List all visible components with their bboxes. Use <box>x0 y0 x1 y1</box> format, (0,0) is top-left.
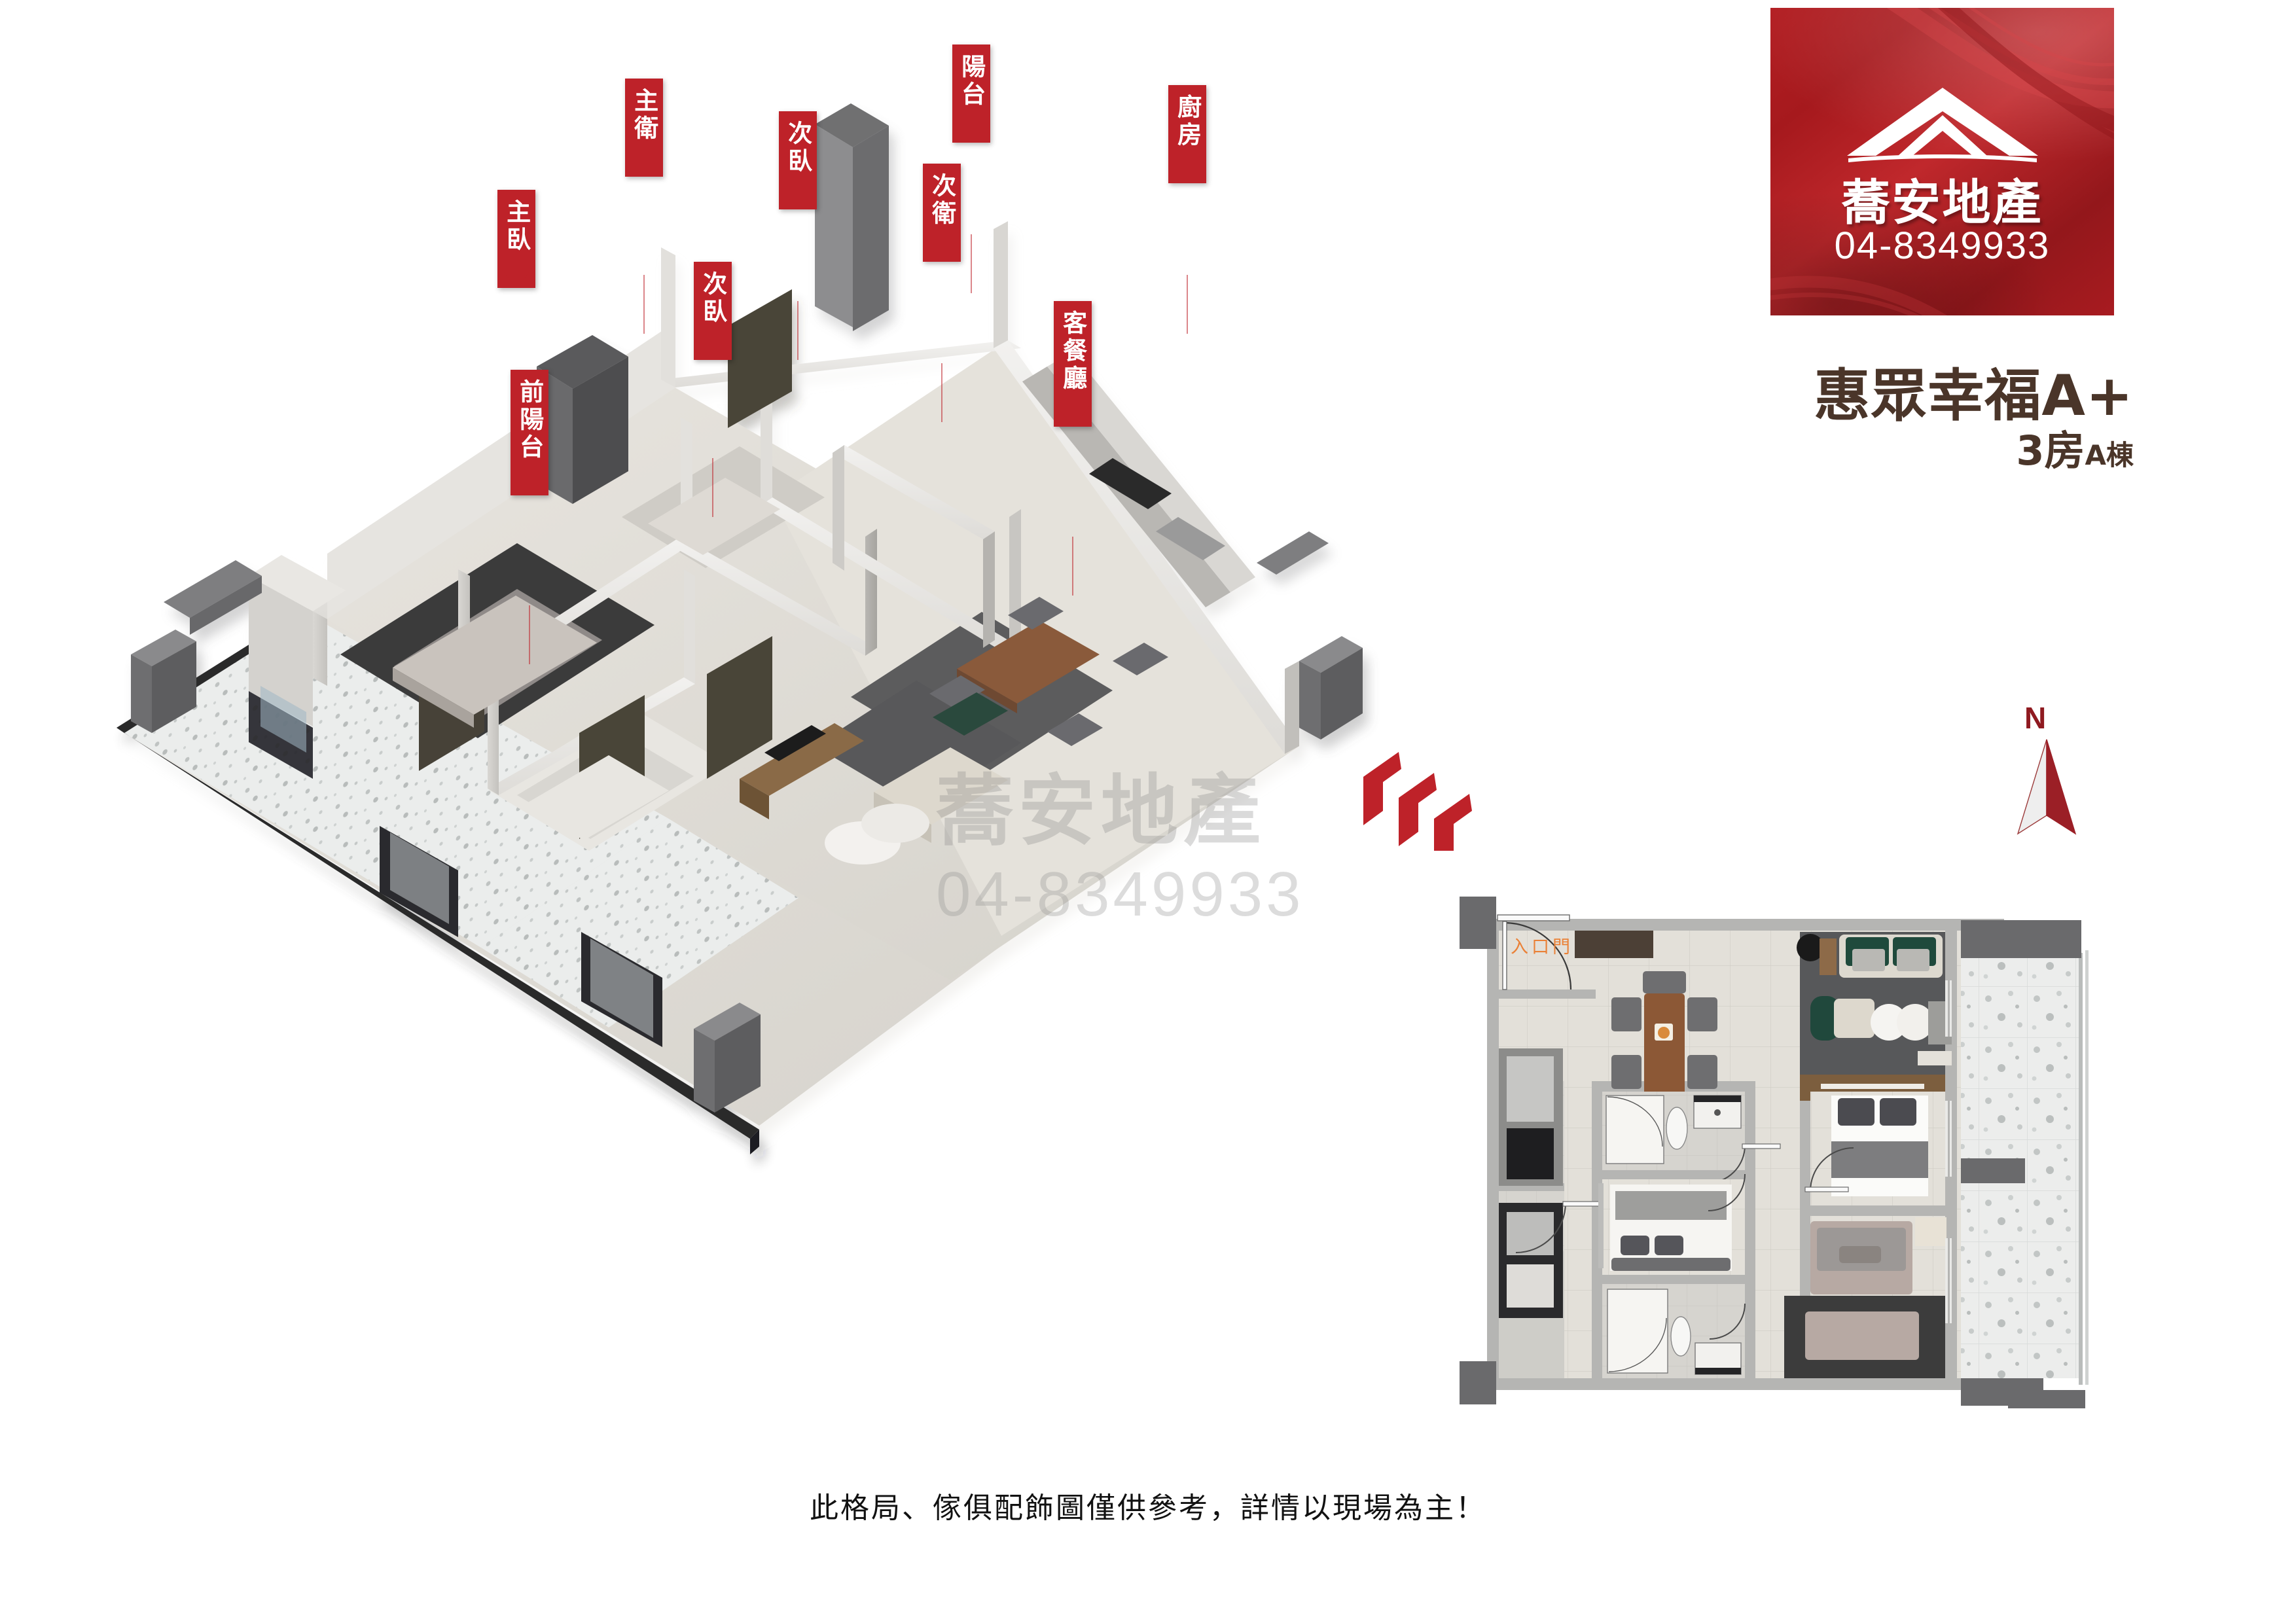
room-tag-pointer-icon <box>952 119 990 143</box>
north-arrow: N <box>2013 700 2098 838</box>
room-tag-living-dining: 客餐廳 <box>1054 301 1092 596</box>
iso-floorplan-svg <box>117 103 1363 1154</box>
room-tag-label: 廚房 <box>1173 94 1202 149</box>
room-tag-label: 次臥 <box>783 120 812 175</box>
room-tag-kitchen: 廚房 <box>1168 85 1206 334</box>
logo-phone-number: 04-8349933 <box>1834 224 2051 267</box>
room-tag-label: 次臥 <box>698 271 727 326</box>
room-tag-leader-line <box>971 234 972 293</box>
room-tag-bedroom-3: 次臥 <box>694 262 732 517</box>
room-tag-pointer-icon <box>779 186 817 209</box>
disclaimer-caption: 此格局、傢俱配飾圖僅供參考，詳情以現場為主！ <box>810 1491 1486 1525</box>
room-tag-pointer-icon <box>1054 403 1092 427</box>
room-tag-leader-line <box>941 363 942 422</box>
iso-floorplan-render: 主衛次臥陽台廚房主臥次衛次臥客餐廳前陽台 <box>117 45 1363 1154</box>
entry-door-label: 入口門 <box>1511 937 1573 957</box>
room-tag-guest-bath: 次衛 <box>923 164 961 422</box>
room-tag-label: 主臥 <box>502 199 531 254</box>
room-tag-rear-balcony: 陽台 <box>952 45 990 293</box>
room-tag-front-balcony: 前陽台 <box>511 370 548 664</box>
room-tag-label: 次衛 <box>927 173 956 228</box>
room-tag-bedroom-2: 次臥 <box>779 111 817 360</box>
logo-company-name: 蕎安地產 <box>1841 175 2043 231</box>
room-tag-leader-line <box>797 301 798 360</box>
logo-wave-decoration <box>1770 8 2114 315</box>
building-code: A棟 <box>2085 439 2134 472</box>
room-tag-label: 客餐廳 <box>1058 310 1087 393</box>
2d-floor-plan: 入口門 <box>1446 885 2109 1415</box>
page-title: 惠眾幸福A+ <box>1814 363 2134 429</box>
compass-north-label: N <box>2024 701 2047 735</box>
house-roof-icon <box>1844 85 2041 164</box>
2d-plan-svg: 入口門 <box>1460 897 2089 1408</box>
room-tag-master-bath: 主衛 <box>625 79 663 334</box>
room-tag-pointer-icon <box>625 153 663 177</box>
room-tag-pointer-icon <box>511 472 548 495</box>
room-tag-label: 陽台 <box>957 54 986 109</box>
room-tag-label: 主衛 <box>630 88 658 143</box>
room-tag-leader-line <box>712 458 713 517</box>
room-tag-leader-line <box>643 275 645 334</box>
room-tag-leader-line <box>1072 537 1073 596</box>
project-title-block: 惠眾幸福A+ 3房A棟 <box>1728 363 2134 473</box>
company-logo-panel: 蕎安地產 04-8349933 <box>1770 8 2114 315</box>
room-tag-label: 前陽台 <box>515 379 544 461</box>
room-tag-leader-line <box>1187 275 1188 334</box>
room-tag-pointer-icon <box>1168 160 1206 183</box>
entrance-direction-chevrons <box>1358 743 1496 867</box>
room-tag-pointer-icon <box>694 336 732 360</box>
project-subtitle: 3房A棟 <box>1728 429 2134 472</box>
room-tag-pointer-icon <box>497 264 535 288</box>
room-tag-master-bed: 主臥 <box>497 190 535 445</box>
room-tag-pointer-icon <box>923 238 961 262</box>
unit-count: 3房 <box>2016 427 2085 475</box>
room-tag-leader-line <box>529 605 530 664</box>
